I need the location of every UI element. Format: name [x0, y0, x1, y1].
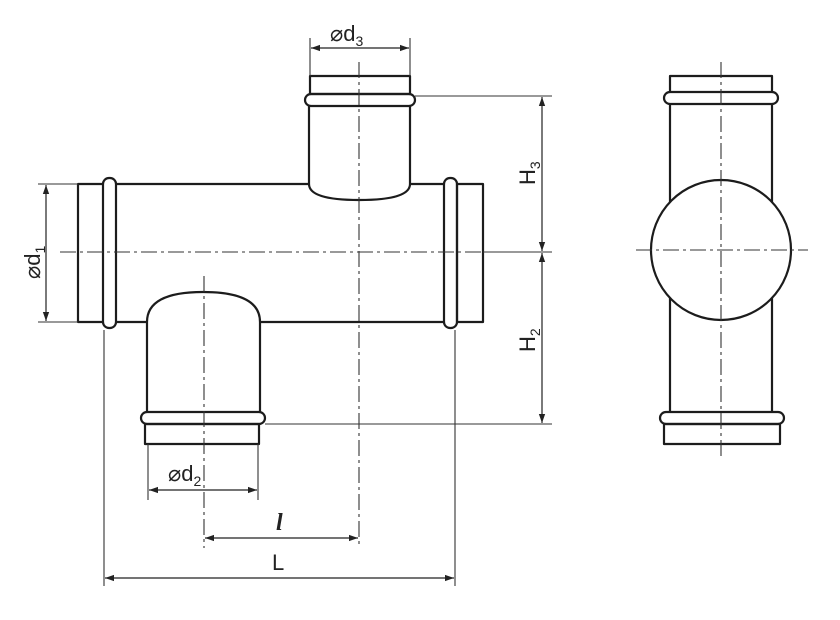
dimension-l: l [205, 510, 358, 542]
label-h2: H2 [515, 328, 543, 352]
dimension-h3: H3 [515, 97, 546, 251]
label-d2: ⌀d2 [168, 461, 201, 489]
label-L: L [272, 550, 284, 575]
label-l: l [276, 510, 283, 536]
side-view [636, 62, 808, 458]
front-view: ⌀d1 ⌀d3 ⌀d2 H3 H2 l L [20, 21, 552, 586]
dimension-d3: ⌀d3 [311, 21, 409, 52]
bottom-branch [139, 290, 267, 446]
dimension-L: L [105, 550, 454, 582]
label-d1: ⌀d1 [20, 246, 48, 279]
dimension-d1: ⌀d1 [20, 185, 50, 321]
top-branch [303, 74, 417, 202]
label-d3: ⌀d3 [330, 21, 363, 49]
main-pipe [76, 176, 485, 330]
dimension-h2: H2 [515, 253, 546, 423]
dimension-d2: ⌀d2 [149, 461, 257, 494]
label-h3: H3 [515, 161, 543, 185]
